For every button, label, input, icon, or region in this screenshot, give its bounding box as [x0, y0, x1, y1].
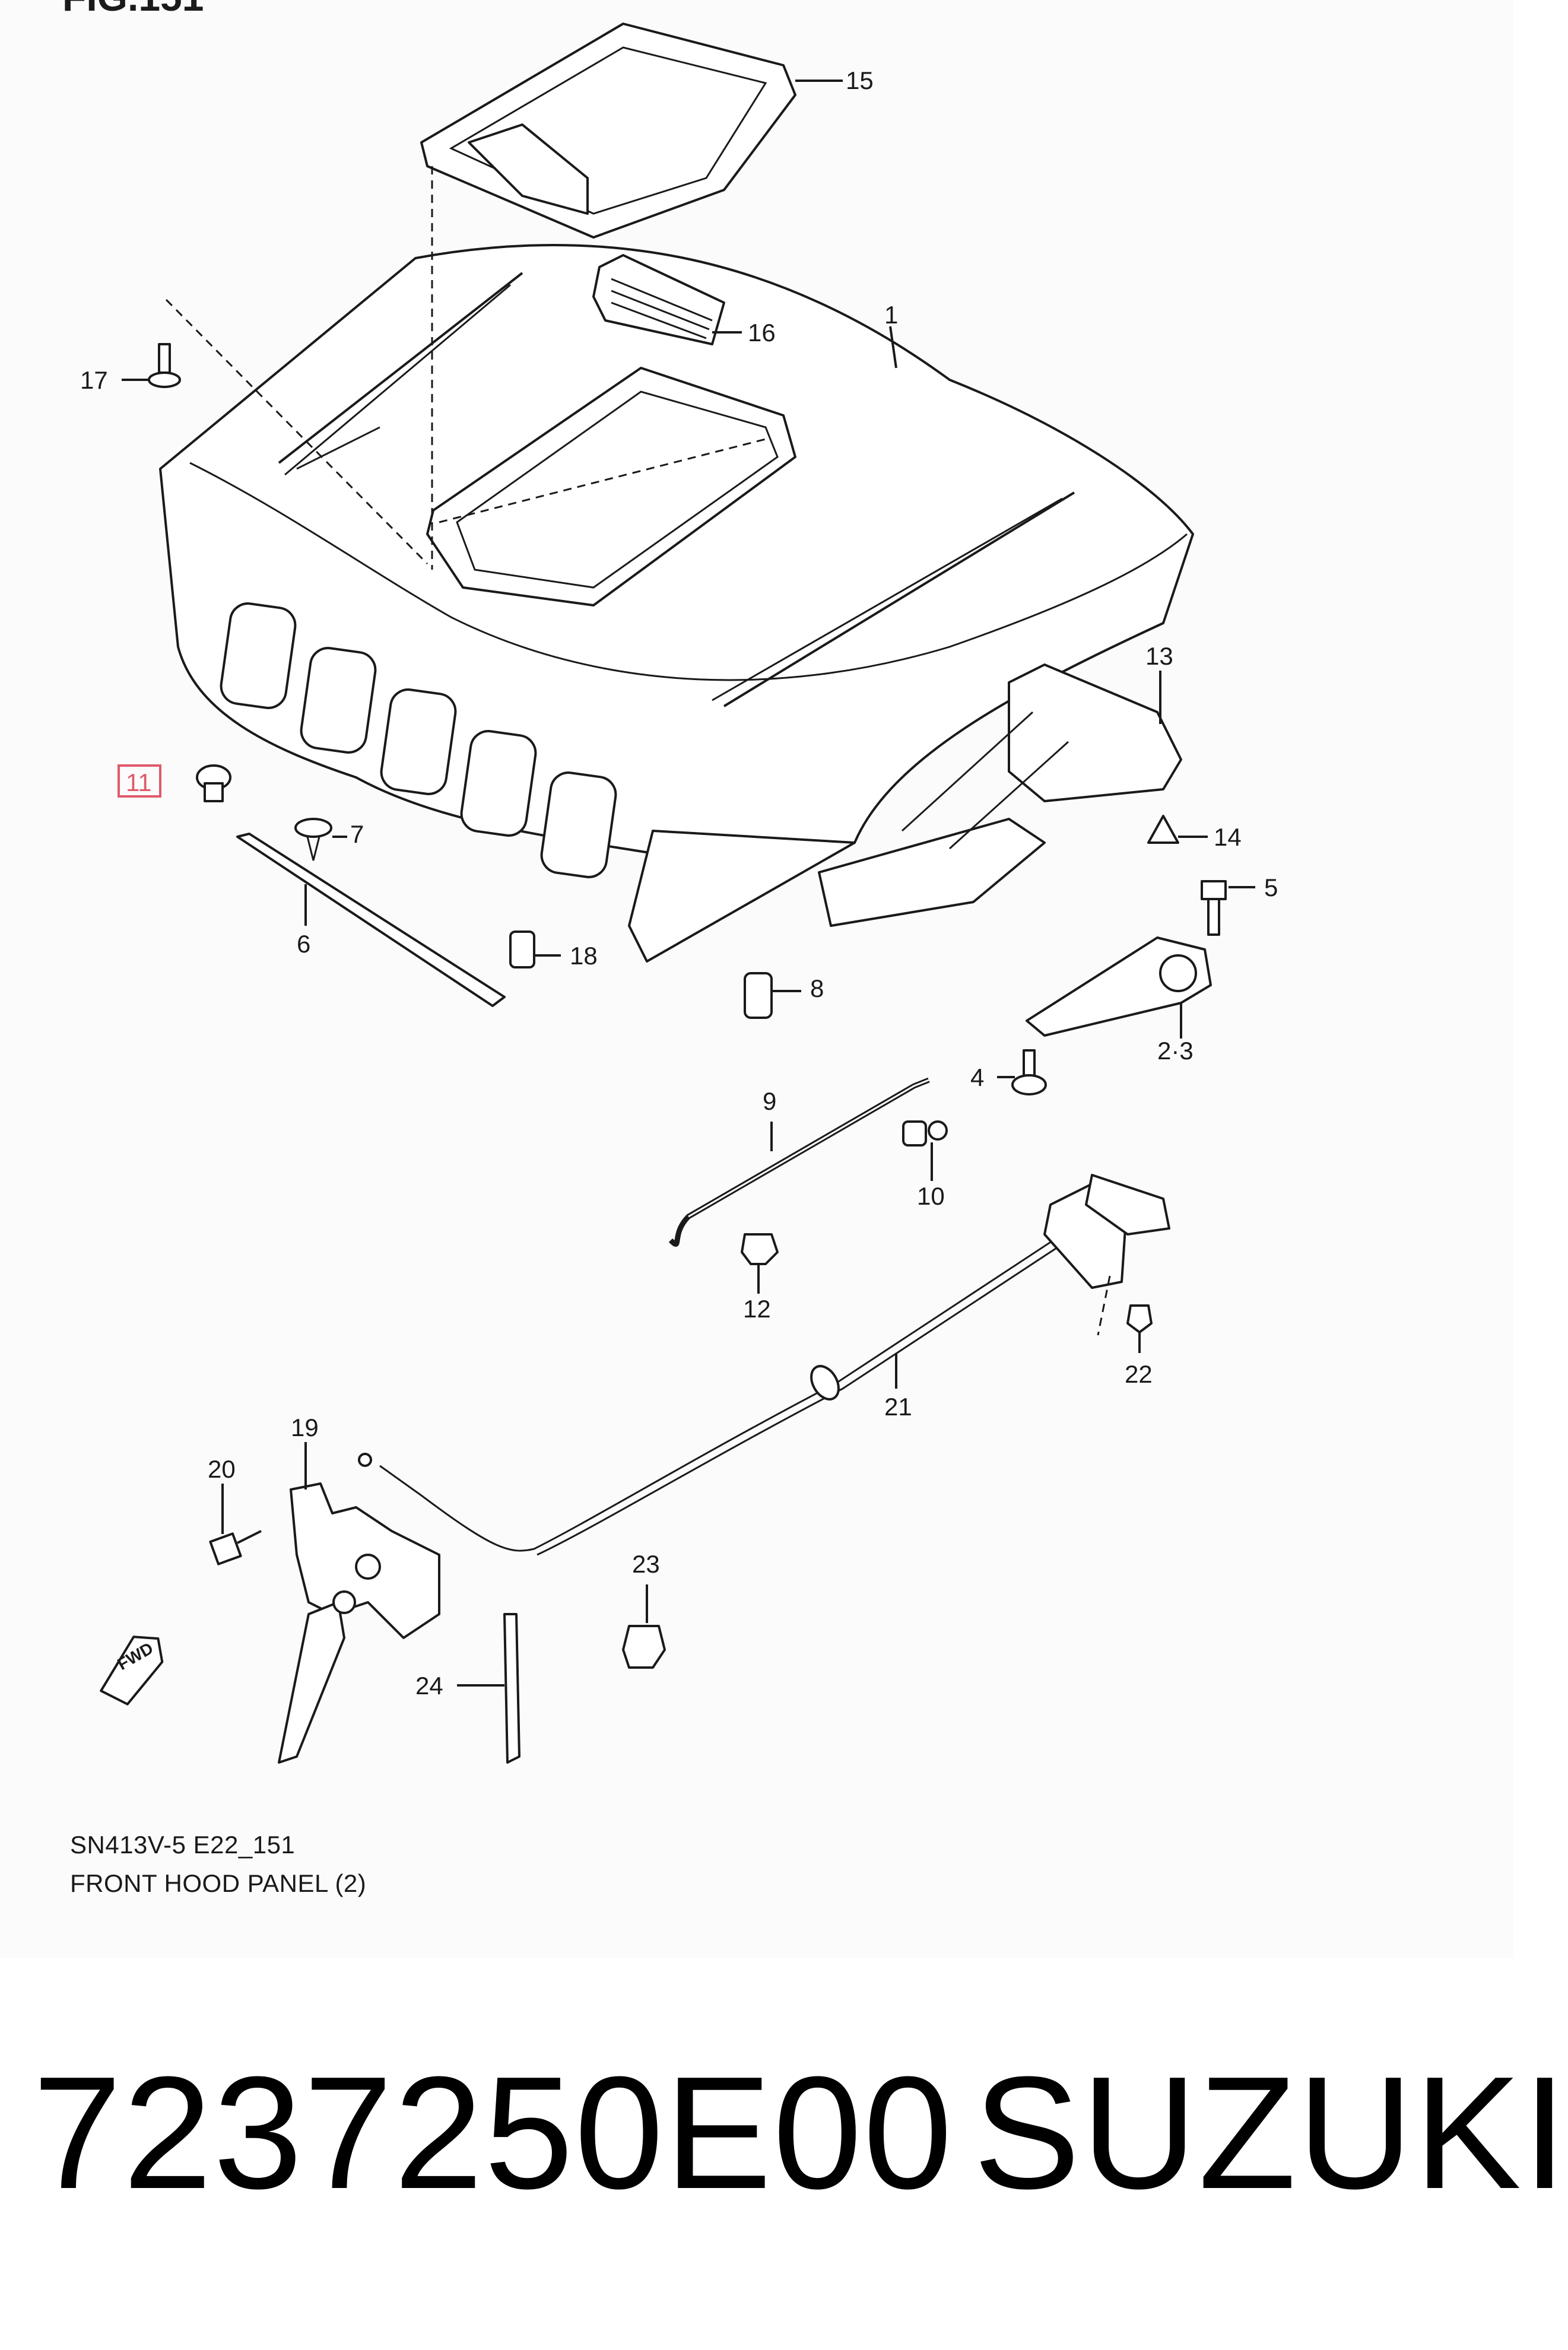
hood-hinge-2-3: [1026, 936, 1212, 1039]
callout-24: 24: [415, 1672, 443, 1700]
callout-22: 22: [1125, 1360, 1153, 1388]
callout-21: 21: [884, 1393, 912, 1421]
clip-23: [622, 1584, 666, 1669]
grille-openings: [220, 602, 617, 878]
hood-bumper-11: [196, 764, 231, 802]
diagram-code: SN413V-5 E22_151: [70, 1831, 296, 1859]
clip-12: [741, 1233, 779, 1294]
part-number: 7237250E00: [33, 2044, 954, 2222]
clip-14: [1147, 815, 1208, 844]
callout-18: 18: [570, 942, 598, 970]
callout-16: 16: [748, 319, 776, 347]
hood-vent: [592, 254, 742, 345]
cushion-18: [509, 931, 561, 968]
hood-insulator: [818, 663, 1182, 927]
seal-strip-6: [236, 833, 506, 1007]
callout-1: 1: [884, 301, 898, 329]
diagram-name: FRONT HOOD PANEL (2): [70, 1869, 367, 1897]
support-rod-9: [668, 1077, 930, 1247]
release-handle: [1043, 1174, 1170, 1336]
callout-5: 5: [1264, 874, 1278, 901]
clip-7: [294, 818, 347, 861]
callout-10: 10: [917, 1182, 945, 1210]
bolt-4: [997, 1049, 1047, 1095]
parts-diagram: FIG.151: [62, 0, 1278, 1764]
callout-23: 23: [632, 1550, 660, 1578]
release-cable-21: [358, 1233, 1069, 1556]
bumper-stop-8: [744, 972, 801, 1019]
bolt-20: [209, 1484, 262, 1565]
hood-lock-19: [278, 1442, 440, 1764]
callout-4: 4: [970, 1063, 984, 1091]
highlight-box-11[interactable]: [118, 764, 161, 798]
callout-17: 17: [80, 366, 108, 394]
fwd-arrow-icon: FWD: [100, 1636, 164, 1706]
cable-strap-24: [457, 1613, 520, 1764]
callout-14: 14: [1214, 823, 1242, 851]
bolt-5: [1201, 880, 1255, 936]
callout-7: 7: [350, 820, 364, 848]
callout-19: 19: [291, 1414, 319, 1441]
callout-6: 6: [297, 930, 310, 958]
callout-15: 15: [846, 66, 874, 94]
bolt-17: [148, 343, 181, 388]
callout-8: 8: [810, 974, 824, 1002]
rod-holder-10: [902, 1120, 948, 1181]
hood-scoop: [420, 23, 843, 239]
figure-title: FIG.151: [62, 0, 204, 19]
callout-9: 9: [763, 1087, 776, 1115]
callout-13: 13: [1145, 642, 1173, 670]
callout-2-3: 2·3: [1157, 1037, 1194, 1065]
diagram-panel: FIG.151: [62, 0, 1278, 1897]
callout-12: 12: [743, 1295, 771, 1323]
callout-11[interactable]: 11: [126, 768, 152, 796]
callout-20: 20: [208, 1455, 236, 1483]
clip-22: [1126, 1304, 1153, 1353]
brand-name: SUZUKI: [973, 2044, 1568, 2222]
